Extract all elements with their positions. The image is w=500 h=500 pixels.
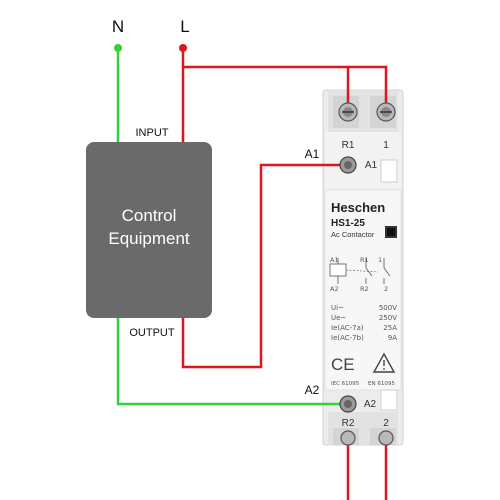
neutral-wire-bottom (116, 318, 347, 406)
output-label: OUTPUT (129, 327, 175, 339)
control-equipment-line1: Control (122, 206, 177, 225)
a2-wire-label: A2 (305, 383, 320, 397)
spec-ie7a-key: Ie(AC-7a) (331, 324, 364, 332)
spec-ie7b-value: 9A (388, 334, 397, 342)
schematic-a2: A2 (330, 285, 339, 293)
device-model: HS1-25 (331, 218, 365, 229)
schematic-a1: A1 (330, 256, 339, 264)
device-label-r2: R2 (342, 418, 355, 429)
live-label: L (180, 17, 189, 36)
device-label-a2: A2 (364, 399, 377, 410)
live-terminal-dot (179, 44, 187, 52)
device-label-2: 2 (383, 418, 389, 429)
schematic-1: 1 (378, 256, 382, 264)
screw-terminal-a1 (339, 156, 357, 174)
device-type: Ac Contactor (331, 230, 375, 239)
spec-ie7b-key: Ie(AC-7b) (331, 334, 364, 342)
screw-terminal-2-bottom (378, 430, 394, 446)
live-wire-to-terminals (183, 65, 388, 108)
schematic-r2: R2 (360, 285, 369, 293)
standard-en: EN 61095 (368, 381, 395, 387)
neutral-terminal-dot (114, 44, 122, 52)
schematic-2: 2 (384, 285, 388, 293)
spec-ie7a-value: 25A (383, 324, 397, 332)
control-equipment-box (86, 142, 212, 318)
spec-ui-key: Ui~ (331, 304, 344, 312)
screw-terminal-a2 (339, 395, 357, 413)
control-equipment-line2: Equipment (108, 229, 190, 248)
screw-terminal-r2-bottom (340, 430, 356, 446)
warning-triangle-icon (372, 352, 396, 373)
ce-mark: CE (331, 355, 355, 374)
device-label-a1: A1 (365, 160, 378, 171)
spec-ui-value: 500V (379, 304, 397, 312)
output-to-a1-wire (181, 163, 348, 369)
spec-ue-value: 250V (379, 314, 397, 322)
spec-ue-key: Ue~ (331, 314, 346, 322)
screw-terminal-r1-top (338, 102, 358, 122)
contactor-schematic (329, 258, 391, 284)
input-label: INPUT (136, 127, 169, 139)
device-label-1: 1 (383, 140, 389, 151)
neutral-label: N (112, 17, 124, 36)
device-label-r1: R1 (342, 140, 355, 151)
screw-terminal-1-top (376, 102, 396, 122)
device-brand: Heschen (331, 200, 385, 215)
a1-wire-label: A1 (305, 147, 320, 161)
schematic-r1: R1 (360, 256, 369, 264)
standard-iec: IEC 61095 (331, 381, 360, 387)
